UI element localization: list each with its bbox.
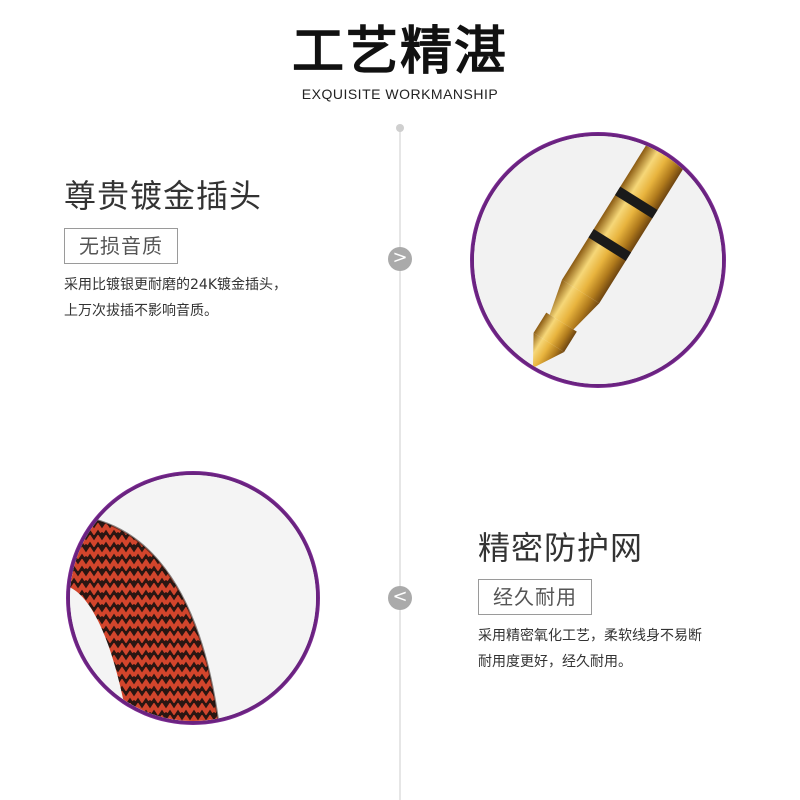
feature-mesh-description: 采用精密氧化工艺，柔软线身不易断 耐用度更好，经久耐用。: [478, 623, 758, 675]
feature-mesh-tag: 经久耐用: [478, 579, 592, 615]
braided-cable-illustration: [70, 475, 316, 721]
braided-cable-image: [67, 472, 319, 724]
feature-mesh-desc-line: 耐用度更好，经久耐用。: [478, 654, 632, 670]
feature-plug-desc-line: 上万次拔插不影响音质。: [64, 303, 218, 319]
feature-plug-tag: 无损音质: [64, 228, 178, 264]
gold-plug-image: [471, 133, 725, 387]
chevron-left-icon: <: [388, 586, 412, 610]
feature-plug-title: 尊贵镀金插头: [64, 177, 263, 215]
gold-plug-illustration: [474, 136, 722, 384]
feature-plug-description: 采用比镀银更耐磨的24K镀金插头， 上万次拔插不影响音质。: [64, 272, 364, 324]
timeline-divider: [399, 128, 401, 800]
page-subtitle: EXQUISITE WORKMANSHIP: [301, 86, 499, 102]
feature-plug-desc-line: 采用比镀银更耐磨的24K镀金插头，: [64, 277, 287, 293]
timeline-dot: [396, 124, 404, 132]
feature-mesh-desc-line: 采用精密氧化工艺，柔软线身不易断: [478, 628, 702, 644]
chevron-right-icon: >: [388, 247, 412, 271]
page-title: 工艺精湛: [291, 22, 508, 82]
feature-mesh-title: 精密防护网: [478, 529, 644, 567]
